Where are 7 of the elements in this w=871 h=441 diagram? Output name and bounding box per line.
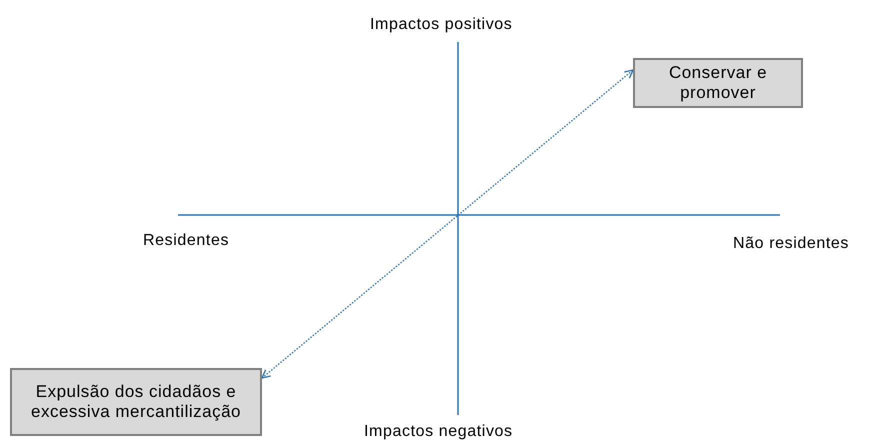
quadrant-box: Conservar e promover [633,58,803,108]
quadrant-box: Expulsão dos cidadãos e excessiva mercantilização [10,368,262,436]
axis-label: Não residentes [733,235,850,253]
axis-label: Impactos positivos [370,16,512,34]
axis-label: Residentes [143,232,230,250]
axis-label: Impactos negativos [364,423,513,441]
double-arrow [261,69,634,379]
